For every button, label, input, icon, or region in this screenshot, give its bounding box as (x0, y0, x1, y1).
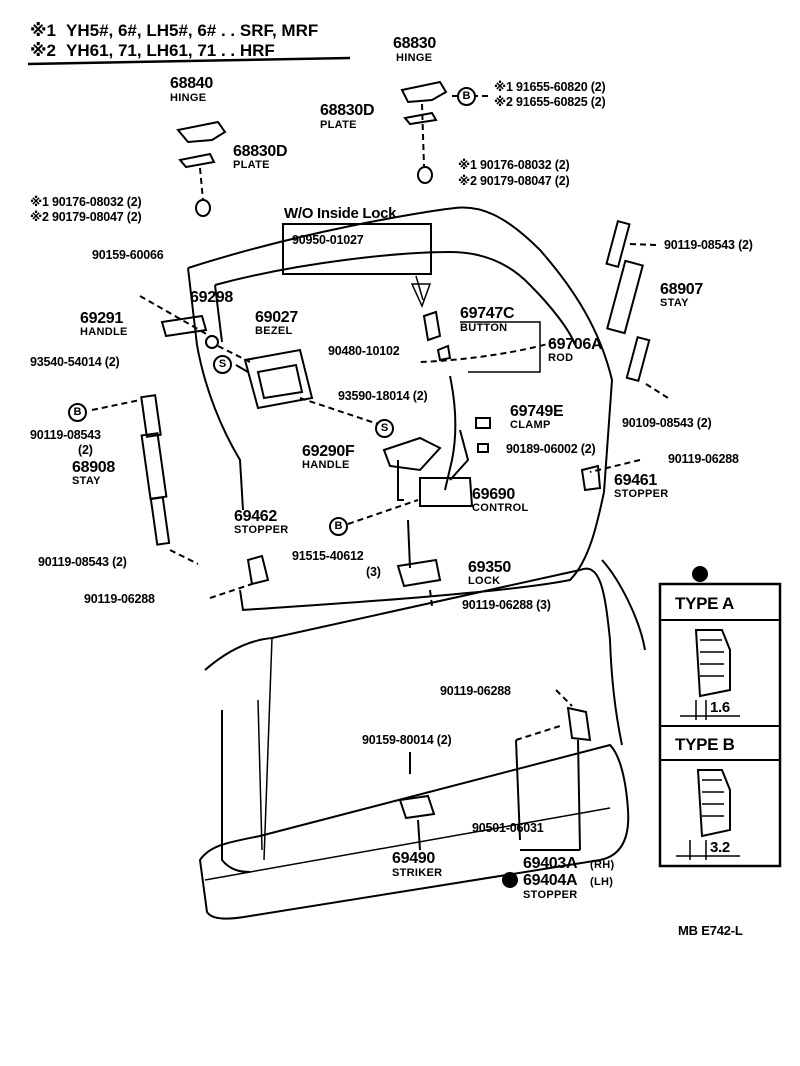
nut-r1: ※1 90176-08032 (2) (458, 158, 570, 172)
marker-filled (502, 872, 518, 888)
part-68830d-left-num: 68830D (233, 143, 288, 160)
bolt-hinge-r2: ※2 91655-60825 (2) (494, 95, 606, 109)
part-69706a-num: 69706A (548, 336, 603, 353)
part-68840-name: HINGE (170, 92, 207, 104)
part-93590: 93590-18014 (2) (338, 389, 428, 403)
marker-s: S (213, 355, 232, 374)
part-69291-name: HANDLE (80, 326, 128, 338)
part-90119-06288-right: 90119-06288 (668, 452, 739, 466)
part-69461-num: 69461 (614, 472, 657, 489)
nut-l1: ※1 90176-08032 (2) (30, 195, 142, 209)
part-69350-num: 69350 (468, 559, 511, 576)
nut-r2: ※2 90179-08047 (2) (458, 174, 570, 188)
part-90950: 90950-01027 (292, 233, 364, 247)
part-69690-name: CONTROL (472, 502, 529, 514)
bolt-hinge-r1: ※1 91655-60820 (2) (494, 80, 606, 94)
part-90501: 90501-06031 (472, 821, 544, 835)
part-90119-06288-qty3: 90119-06288 (3) (462, 598, 551, 612)
part-90109-08543: 90109-08543 (2) (622, 416, 712, 430)
marker-s-2: S (375, 419, 394, 438)
drawing-code: MB E742-L (678, 923, 743, 938)
part-69298: 69298 (190, 289, 233, 306)
inset-dim-a: 1.6 (710, 699, 730, 716)
part-90159-60066: 90159-60066 (92, 248, 164, 262)
part-69404a-side: (LH) (590, 876, 614, 888)
part-69027-name: BEZEL (255, 325, 293, 337)
note-mark-2: ※2 (30, 41, 56, 60)
wo-inside-lock-label: W/O Inside Lock (284, 205, 397, 222)
part-90119-08543-left-qty: (2) (78, 443, 93, 457)
part-91515-qty: (3) (366, 565, 381, 579)
part-90119-06288-left: 90119-06288 (84, 592, 155, 606)
inset-marker (692, 566, 708, 582)
part-90119-06288-lower: 90119-06288 (440, 684, 511, 698)
part-68908-num: 68908 (72, 459, 115, 476)
part-68830-name: HINGE (396, 52, 433, 64)
note-text-1: YH5#, 6#, LH5#, 6# . . SRF, MRF (66, 21, 319, 40)
inset-dim-b: 3.2 (710, 839, 730, 856)
part-69403a-side: (RH) (590, 859, 615, 871)
part-90159-80014: 90159-80014 (2) (362, 733, 452, 747)
part-69290f-num: 69290F (302, 443, 355, 460)
part-68907-num: 68907 (660, 281, 703, 298)
part-69690-num: 69690 (472, 486, 515, 503)
part-69462-name: STOPPER (234, 524, 289, 536)
part-69490-name: STRIKER (392, 867, 443, 879)
part-69350-name: LOCK (468, 575, 501, 587)
part-68830d-name: PLATE (320, 119, 357, 131)
part-69403a: 69403A (523, 855, 578, 872)
part-68907-name: STAY (660, 297, 689, 309)
marker-b-2: B (68, 403, 87, 422)
part-69747c-name: BUTTON (460, 322, 508, 334)
part-69706a-name: ROD (548, 352, 574, 364)
part-90480: 90480-10102 (328, 344, 400, 358)
part-69027-num: 69027 (255, 309, 298, 326)
part-90119-08543-left: 90119-08543 (30, 428, 101, 442)
stopper-label: STOPPER (523, 889, 578, 901)
part-69462-num: 69462 (234, 508, 277, 525)
part-90119-08543-right: 90119-08543 (2) (664, 238, 753, 252)
part-68830d-num: 68830D (320, 102, 375, 119)
part-68840-num: 68840 (170, 75, 213, 92)
note-mark-1: ※1 (30, 21, 56, 40)
part-69749e-num: 69749E (510, 403, 564, 420)
marker-b: B (457, 87, 476, 106)
part-93540: 93540-54014 (2) (30, 355, 120, 369)
part-91515: 91515-40612 (292, 549, 364, 563)
part-69404a: 69404A (523, 872, 578, 889)
part-69747c-num: 69747C (460, 305, 515, 322)
part-68830d-left-name: PLATE (233, 159, 270, 171)
part-90189: 90189-06002 (2) (506, 442, 596, 456)
inset-type-b: TYPE B (675, 735, 735, 754)
part-69749e-name: CLAMP (510, 419, 551, 431)
marker-b-3: B (329, 517, 348, 536)
part-68830-num: 68830 (393, 35, 436, 52)
part-68908-name: STAY (72, 475, 101, 487)
part-69290f-name: HANDLE (302, 459, 350, 471)
part-90119-08543-left-lower: 90119-08543 (2) (38, 555, 127, 569)
nut-l2: ※2 90179-08047 (2) (30, 210, 142, 224)
note-text-2: YH61, 71, LH61, 71 . . HRF (66, 41, 275, 60)
part-69490-num: 69490 (392, 850, 435, 867)
part-69461-name: STOPPER (614, 488, 669, 500)
inset-type-a: TYPE A (675, 594, 734, 613)
part-69291-num: 69291 (80, 310, 123, 327)
